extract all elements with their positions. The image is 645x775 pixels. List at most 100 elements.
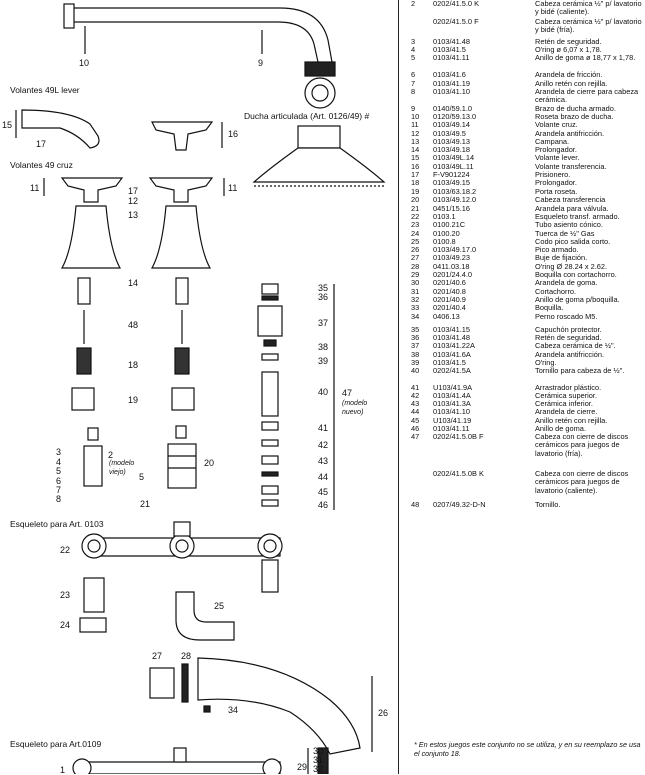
part-code: 0103/41.22A — [433, 341, 475, 350]
part-code: 0201/40.8 — [433, 287, 466, 296]
callout-46: 46 — [318, 500, 329, 510]
shower-arm-drawing — [63, 3, 336, 109]
part-description: Codo pico salida corto. — [535, 237, 611, 246]
part-number: 44 — [411, 407, 420, 416]
part-code: 0103/49.18 — [433, 145, 470, 154]
callout-5a: 5 — [56, 466, 62, 476]
part-code: 0201/40.9 — [433, 295, 466, 304]
part-description: Arandela de cierre. — [535, 407, 598, 416]
shower-head-drawing — [252, 125, 386, 187]
caption-esqueleto-0109: Esqueleto para Art.0109 — [10, 739, 102, 749]
part-description: Retén de seguridad. — [535, 37, 602, 46]
part-code: 0103/49L.14 — [433, 153, 475, 162]
part-description: Cabeza cerámica de ½". — [535, 341, 616, 350]
part-description: Cabeza transferencia — [535, 195, 606, 204]
part-code: 0103/41.6 — [433, 70, 466, 79]
part-code: 0103/41.15 — [433, 325, 470, 334]
part-number: 40 — [411, 366, 420, 375]
part-code: 0103/41.10 — [433, 87, 470, 96]
part-code: 0103/41.11 — [433, 424, 470, 433]
caption-esqueleto-0103: Esqueleto para Art. 0103 — [10, 519, 104, 529]
part-description: Boquilla con cortachorro. — [535, 270, 617, 279]
callout-47: 47 — [342, 388, 353, 398]
callout-17b: 17 — [128, 186, 139, 196]
callout-37: 37 — [318, 318, 329, 328]
caption-volantes-cruz: Volantes 49 cruz — [10, 160, 73, 170]
part-number: 36 — [411, 333, 420, 342]
part-number: 11 — [411, 120, 419, 129]
part-description: Boquilla. — [535, 303, 564, 312]
part-description: Porta roseta. — [535, 187, 578, 196]
part-number: 18 — [411, 178, 420, 187]
part-code: 0103/49L.11 — [433, 162, 474, 171]
part-code: 0103/49.13 — [433, 137, 470, 146]
part-code: F-V901224 — [433, 170, 470, 179]
callout-39: 39 — [318, 356, 329, 366]
part-code: 0103/41.4A — [433, 391, 471, 400]
callout-29: 29 — [297, 762, 308, 772]
callout-15: 15 — [2, 120, 13, 130]
callout-23: 23 — [60, 590, 71, 600]
part-code: 0451/15.16 — [433, 204, 470, 213]
callout-34: 34 — [228, 705, 239, 715]
part-code: 0103/49.23 — [433, 253, 470, 262]
part-description: Arandela antifricción. — [535, 129, 605, 138]
part-number: 17 — [411, 170, 420, 179]
callout-31: 31 — [313, 755, 324, 765]
part-description: Perno roscado M5. — [535, 312, 598, 321]
part-number: 23 — [411, 220, 420, 229]
cross-handles-drawing — [43, 177, 225, 203]
part-number: 34 — [411, 312, 420, 321]
part-description: Arrastrador plástico. — [535, 383, 602, 392]
part-number: 29 — [411, 270, 420, 279]
part-number: 22 — [411, 212, 420, 221]
part-description: Cerámica inferior. — [535, 399, 593, 408]
part-number: 9 — [411, 104, 416, 113]
note-modelo-viejo: (modelo viejo) — [109, 460, 135, 476]
callout-12: 12 — [128, 196, 139, 206]
part-code: 0103/41.48 — [433, 333, 470, 342]
part-code: 0103/49.12.0 — [433, 195, 477, 204]
part-code: 0103.1 — [433, 212, 456, 221]
part-number: 14 — [411, 145, 420, 154]
part-description: Arandela para válvula. — [535, 204, 609, 213]
part-number: 25 — [411, 237, 420, 246]
part-number: 19 — [411, 187, 420, 196]
part-code: 0201/40.6 — [433, 278, 466, 287]
callout-28: 28 — [181, 651, 192, 661]
callout-11a: 11 — [30, 183, 40, 193]
part-code: U103/41.9A — [433, 383, 473, 392]
callout-45: 45 — [318, 487, 329, 497]
part-number: 33 — [411, 303, 420, 312]
part-code: 0103/63.18.2 — [433, 187, 477, 196]
callout-21: 21 — [140, 499, 151, 509]
part-code: 0103/41.10 — [433, 407, 470, 416]
part-code: 0406.13 — [433, 312, 460, 321]
transfer-handle-drawing — [151, 121, 223, 151]
part-description: Prolongador. — [535, 178, 577, 187]
part-number: 21 — [411, 204, 420, 213]
part-number: 6 — [411, 70, 416, 79]
part-code: 0100.21C — [433, 220, 466, 229]
skeleton-0109-drawing — [72, 747, 329, 774]
part-code: 0202/41.5.0 K — [433, 0, 480, 8]
caption-ducha: Ducha articulada (Art. 0126/49) # — [244, 111, 370, 121]
extenders-drawing — [71, 277, 195, 411]
part-description: Arandela de cierre para cabeza cerámica. — [535, 87, 639, 105]
part-description: O'ring. — [535, 358, 557, 367]
part-code: 0207/49.32-D-N — [433, 500, 486, 509]
part-description: Anillo retén con rejilla. — [535, 79, 608, 88]
part-code: 0103/49.5 — [433, 129, 466, 138]
part-description: O'ring Ø 28.24 x 2.62. — [535, 262, 608, 271]
part-number: 28 — [411, 262, 420, 271]
part-code: U103/41.19 — [433, 416, 472, 425]
part-description: Tornillo. — [535, 500, 561, 509]
callout-22: 22 — [60, 545, 71, 555]
callout-18: 18 — [128, 360, 139, 370]
callout-38: 38 — [318, 342, 329, 352]
part-number: 20 — [411, 195, 420, 204]
part-number: 7 — [411, 79, 416, 88]
part-description: Tornillo para cabeza de ½". — [535, 366, 625, 375]
part-code: 0202/41.5.0B F — [433, 432, 484, 441]
part-code: 0103/41.19 — [433, 79, 470, 88]
